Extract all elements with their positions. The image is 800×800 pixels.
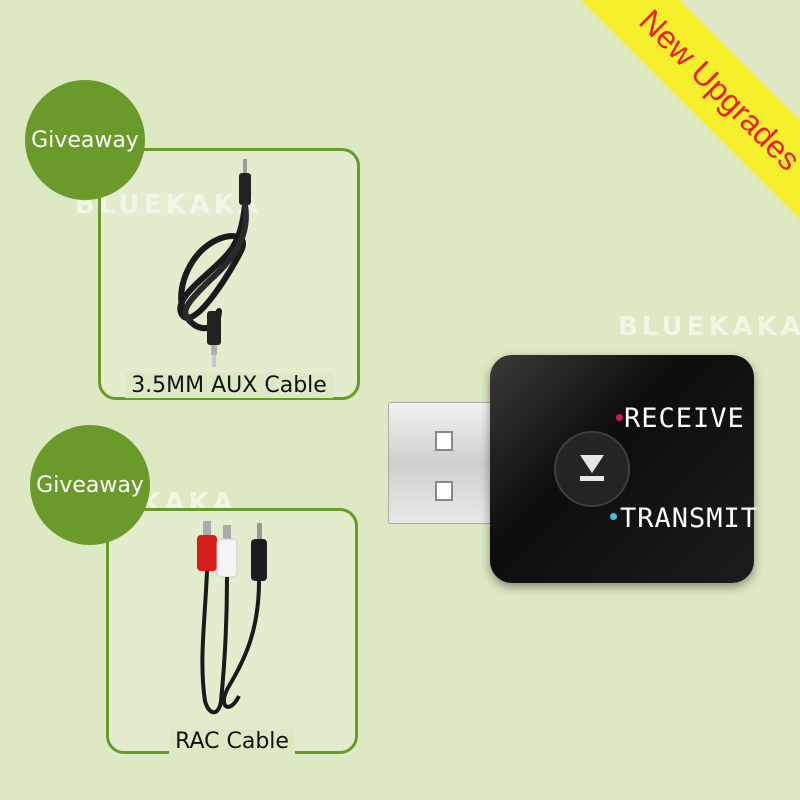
giveaway-badge: Giveaway [25,80,145,200]
aux-cable-caption: 3.5MM AUX Cable [101,373,357,398]
giveaway-badge: Giveaway [30,425,150,545]
aux-cable-image [177,159,251,367]
usb-contact-slot [435,481,453,501]
transmit-label: TRANSMIT [620,503,759,534]
adapter-body: RECEIVE TRANSMIT [490,355,757,583]
promo-ribbon: New Upgrades [540,0,800,260]
usb-connector [388,402,502,524]
aux-cable-panel: 3.5MM AUX Cable [98,148,360,400]
mode-button[interactable] [554,431,630,507]
aux-cable-label: 3.5MM AUX Cable [125,373,333,398]
receive-led [616,414,623,421]
ribbon-text: New Upgrades [632,2,800,178]
rca-cable-label: RAC Cable [169,729,295,754]
play-pause-icon [580,455,604,481]
brand-watermark: BLUEKAKA [618,312,800,342]
rca-cable-caption: RAC Cable [109,729,355,754]
receive-label: RECEIVE [624,403,745,434]
usb-contact-slot [435,431,453,451]
rca-cable-image [197,521,267,715]
usb-adapter: RECEIVE TRANSMIT [388,355,758,585]
transmit-led [610,513,617,520]
ribbon-band: New Upgrades [560,0,800,250]
rca-cable-panel: RAC Cable [106,508,358,754]
